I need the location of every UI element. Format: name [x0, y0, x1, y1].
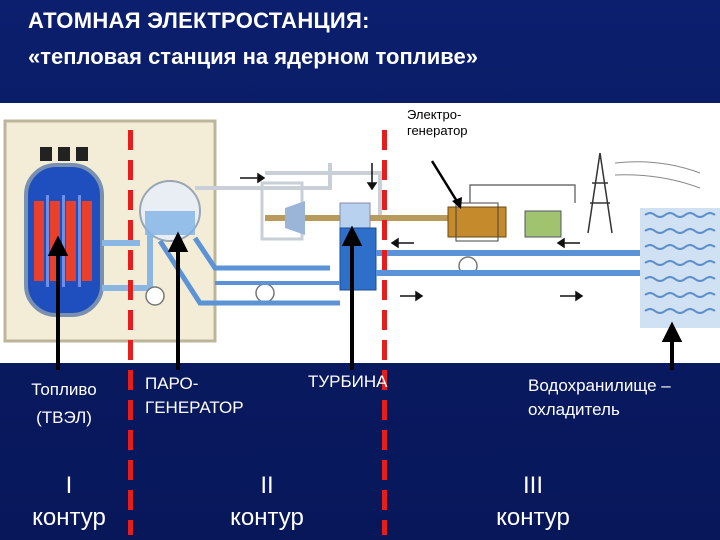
circuit-divider	[128, 130, 133, 535]
circuit-1-label: I контур	[14, 470, 124, 534]
steam-generator-label: ПАРО- ГЕНЕРАТОР	[145, 372, 244, 420]
circuit-divider	[382, 130, 387, 535]
circuit-3-numeral: III	[522, 472, 543, 499]
pump-icon	[255, 283, 275, 303]
fuel-label-line1: Топливо	[31, 380, 97, 399]
slide-subtitle: «тепловая станция на ядерном топливе»	[28, 44, 478, 69]
generator-label: Электро- генератор	[407, 107, 468, 139]
circuit-1-word: контур	[32, 504, 106, 531]
fuel-rods	[34, 195, 92, 287]
circuit-2-numeral: II	[260, 472, 274, 499]
electric-generator	[447, 206, 507, 238]
npp-schematic	[3, 119, 720, 343]
reservoir	[640, 208, 720, 328]
circuit-2-label: II контур	[212, 470, 322, 534]
turbine-label: ТУРБИНА	[308, 372, 388, 391]
steam-generator-label-line1: ПАРО-	[145, 374, 199, 393]
generator-label-line1: Электро-	[407, 107, 462, 122]
steam-generator-label-line2: ГЕНЕРАТОР	[145, 398, 244, 417]
pump-icon	[145, 286, 165, 306]
generator-label-line2: генератор	[407, 123, 468, 138]
control-rod-head	[40, 147, 52, 161]
circuit-3-label: III контур	[478, 470, 588, 534]
control-rod-head	[76, 147, 88, 161]
power-pylon	[587, 152, 613, 234]
npp-diagram: Электро- генератор	[0, 103, 720, 363]
circuit-2-word: контур	[230, 504, 304, 531]
fuel-label: Топливо (ТВЭЛ)	[14, 376, 114, 432]
reservoir-label: Водохранилище – охладитель	[528, 374, 671, 422]
circuit-1-numeral: I	[65, 472, 73, 499]
transformer	[524, 210, 562, 238]
control-rod-head	[58, 147, 70, 161]
condenser	[339, 227, 377, 291]
fuel-label-line2: (ТВЭЛ)	[36, 408, 92, 427]
slide-title: АТОМНАЯ ЭЛЕКТРОСТАНЦИЯ:	[28, 8, 370, 33]
reservoir-label-line2: охладитель	[528, 400, 620, 419]
circuit-3-word: контур	[496, 504, 570, 531]
reservoir-label-line1: Водохранилище –	[528, 376, 671, 395]
generator-pointer	[430, 160, 460, 204]
